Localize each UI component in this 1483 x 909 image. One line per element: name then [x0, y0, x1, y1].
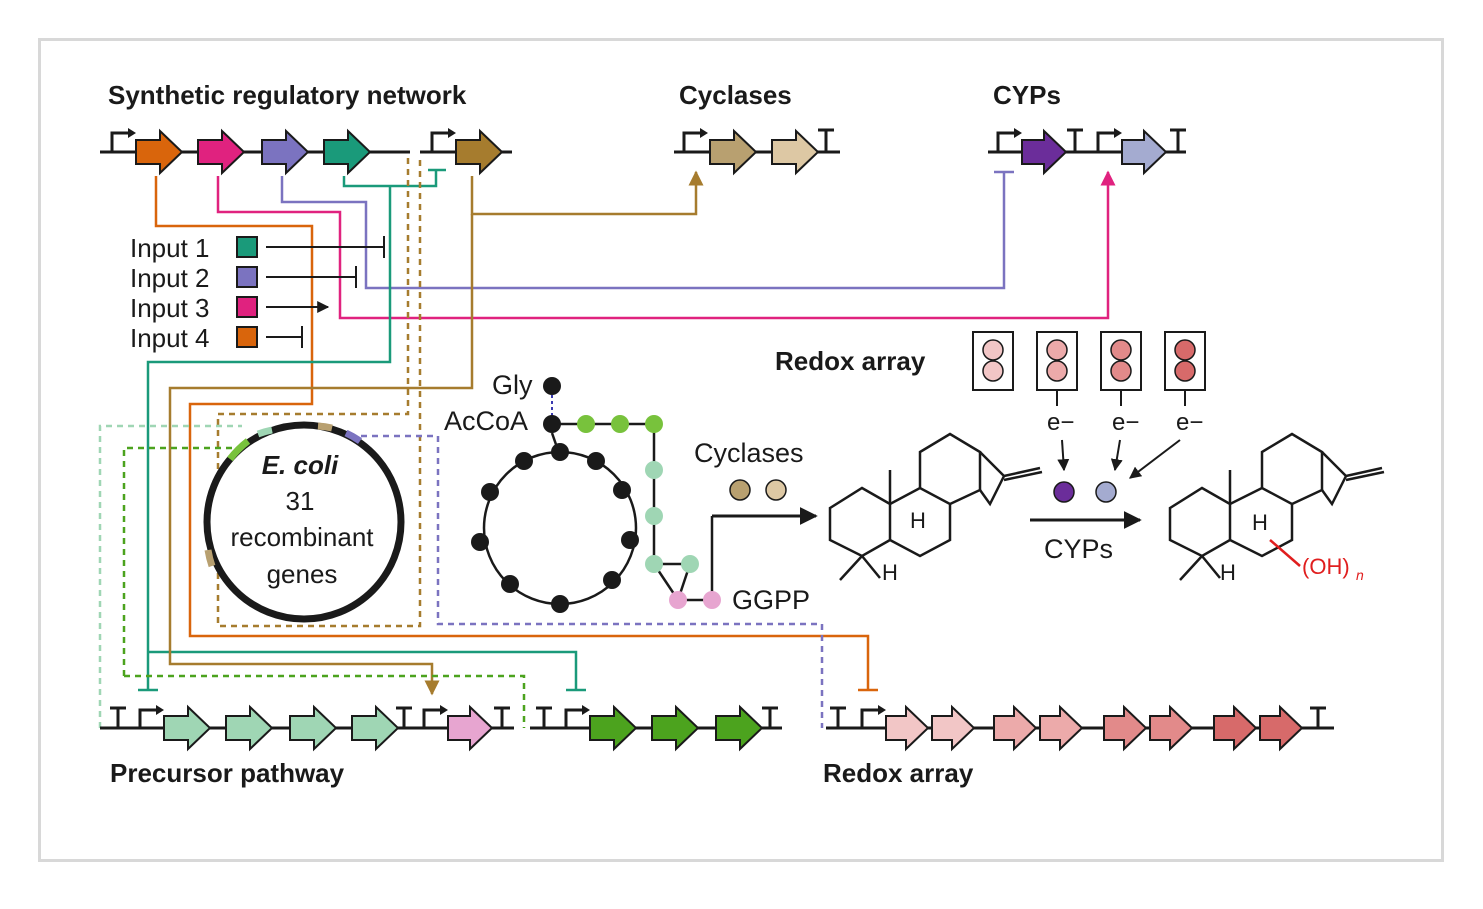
gene-redox-5: [1103, 704, 1148, 752]
h-label-1: H: [910, 508, 926, 533]
input-2-label: Input 2: [130, 263, 210, 293]
gene-green-1: [589, 704, 638, 752]
inputs-legend: Input 1 Input 2 Input 3 Input 4: [130, 233, 385, 353]
heading-redox-array-bottom: Redox array: [823, 758, 974, 788]
cyclases-label: Cyclases: [694, 438, 804, 468]
gene-redox-2: [931, 704, 976, 752]
input-3-swatch: [236, 296, 258, 318]
gene-green-3: [715, 704, 764, 752]
gene-cyclase-2: [771, 128, 820, 176]
synthetic-network-construct: [100, 128, 512, 176]
gene-mint-1: [163, 704, 212, 752]
input-2-swatch: [236, 266, 258, 288]
redox-array-construct: [826, 704, 1334, 752]
diterpene-molecule: H H: [828, 432, 1043, 585]
metabolic-pathway: Gly AcCoA GGPP Cyclases: [444, 370, 818, 615]
gene-cyclase-1: [709, 128, 758, 176]
gene-magenta: [197, 128, 246, 176]
precursor-construct-1: [100, 704, 514, 752]
gene-redox-6: [1149, 704, 1194, 752]
ggpp-label: GGPP: [732, 585, 810, 615]
gene-purple: [261, 128, 310, 176]
gene-mint-3: [289, 704, 338, 752]
cell-line1: recombinant: [230, 522, 374, 552]
electron-2: e−: [1112, 409, 1139, 436]
cyclases-construct: [674, 128, 840, 176]
input-1-label: Input 1: [130, 233, 210, 263]
gene-redox-1: [885, 704, 930, 752]
heading-cyps: CYPs: [993, 80, 1061, 110]
h-label-3: H: [1252, 510, 1268, 535]
heading-redox-array-middle: Redox array: [775, 346, 926, 376]
gene-cyp-2: [1121, 128, 1168, 176]
gly-label: Gly: [492, 370, 533, 400]
gene-orange: [135, 128, 184, 176]
oh-label: (OH): [1302, 554, 1350, 579]
input-4-swatch: [236, 326, 258, 348]
heading-precursor-pathway: Precursor pathway: [110, 758, 345, 788]
heading-cyclases: Cyclases: [679, 80, 792, 110]
h-label-2: H: [882, 560, 898, 585]
electron-1: e−: [1047, 409, 1074, 436]
electron-3: e−: [1176, 409, 1203, 436]
gene-redox-3: [993, 704, 1038, 752]
precursor-construct-2: [530, 704, 782, 752]
cell-count: 31: [286, 486, 315, 516]
gene-mint-2: [225, 704, 274, 752]
gene-mint-4: [351, 704, 400, 752]
oh-subscript: n: [1356, 567, 1364, 583]
redox-array-icons: e− e− e− CYPs: [972, 331, 1206, 564]
heading-synthetic-network: Synthetic regulatory network: [108, 80, 467, 110]
gene-brown: [455, 128, 504, 176]
cell-line2: genes: [267, 559, 338, 589]
gene-cyp-1: [1021, 128, 1068, 176]
input-3-label: Input 3: [130, 293, 210, 323]
input-1-swatch: [236, 236, 258, 258]
cyps-construct: [988, 128, 1186, 176]
accoa-label: AcCoA: [444, 406, 528, 436]
gene-green-2: [651, 704, 700, 752]
gene-teal: [323, 128, 372, 176]
gene-redox-7: [1213, 704, 1258, 752]
cyps-reaction-label: CYPs: [1044, 534, 1113, 564]
h-label-4: H: [1220, 560, 1236, 585]
gene-pink: [447, 704, 494, 752]
gene-redox-4: [1039, 704, 1084, 752]
ecoli-cell: E. coli 31 recombinant genes: [203, 421, 405, 623]
cell-species: E. coli: [262, 450, 339, 480]
hydroxylated-molecule: H H (OH) n: [1168, 432, 1385, 585]
gene-redox-8: [1259, 704, 1304, 752]
input-4-label: Input 4: [130, 323, 210, 353]
